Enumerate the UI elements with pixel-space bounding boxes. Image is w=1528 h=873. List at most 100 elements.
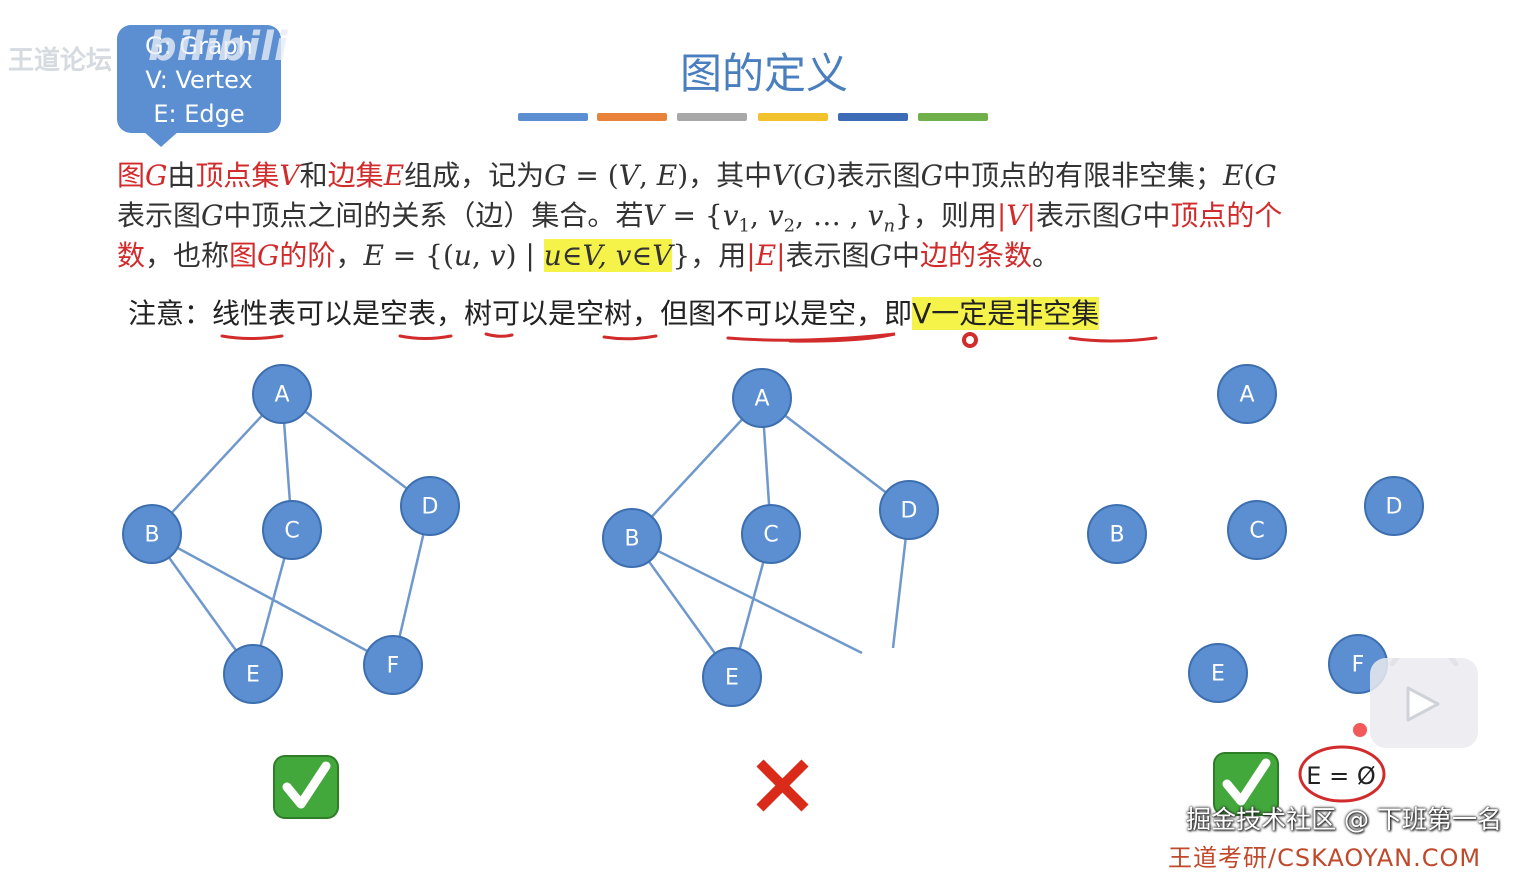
t: , [471,239,490,272]
graph-2-node-a [732,368,792,428]
check-mark-icon [1213,752,1279,816]
note-sep-2: ， [632,297,661,330]
edge-b-dangling [631,536,863,655]
t: G [920,159,944,192]
t: 中 [891,239,920,272]
edge-a-d [281,393,431,507]
graph-3-node-c [1227,500,1287,560]
note-sep-1: ， [436,297,465,330]
node-label: C [763,523,778,548]
t: ) | [505,239,544,272]
note-line: 注意：线性表可以是空表，树可以是空树，但图不可以是空，即V一定是非空集 [128,292,1100,336]
node-label: A [1239,383,1254,408]
t: G [257,239,280,272]
t: 中顶点之间的关系（边）集合。若 [223,199,644,232]
node-label: D [901,499,918,524]
t: ( [1243,159,1255,192]
t: = { [663,199,723,232]
t: 顶点集 [195,159,280,192]
definition-line-1: 图G由顶点集V和边集E组成，记为G = (V, E)，其中V(G)表示图G中顶点… [117,156,1407,196]
t: V [618,159,639,192]
graph-2-node-c [741,504,801,564]
t: v [867,199,884,232]
node-label: E [246,663,260,688]
t: E [1223,159,1244,192]
red-dot-mark [962,332,978,348]
t: 1 [738,215,750,237]
t: G [145,159,168,192]
graph-3-node-e [1188,643,1248,703]
node-label: F [1352,653,1365,678]
t: 顶点的个 [1170,199,1283,232]
graph-3-node-b [1087,504,1147,564]
t: 表示图 [1035,199,1120,232]
node-label: E [1211,662,1225,687]
title-bar-1 [518,113,588,121]
edge-a-d [761,397,910,511]
graph-1-node-b [122,504,182,564]
graph-1-node-c [262,500,322,560]
t: n [883,215,896,237]
graph-2-node-e [702,647,762,707]
definition-line-3: 数，也称图G的阶，E = {(u, v) | u∈V, v∈V}，用|E|表示图… [117,236,1407,276]
t: 图 [117,159,146,192]
graph-node-labels: A B C D E F A B C D E A B C D E F [144,383,1402,691]
t: 表示图 [785,239,870,272]
t: G [1119,199,1143,232]
play-button[interactable] [1370,651,1478,748]
graph-3-node-d [1364,476,1424,536]
edge-a-b [151,393,283,535]
t: v [767,199,784,232]
t: 和 [299,159,328,192]
t: G [803,159,826,192]
t: | [996,199,1007,232]
node-label: D [1386,495,1403,520]
t: 边的条数 [919,239,1032,272]
t: 中 [1142,199,1171,232]
t: 的阶 [279,239,336,272]
t: | [776,239,786,272]
t: 中顶点的有限非空集； [943,159,1224,192]
t: 数 [117,239,146,272]
title-bar-4 [758,113,828,121]
underline-mark [398,334,453,340]
t: 由 [167,159,196,192]
graph-1-node-e [223,644,283,704]
graph-2-node-b [602,508,662,568]
t: v [722,199,739,232]
callout-line-edge: E: Edge [153,100,245,128]
note-part-3: 但图不可以是空 [660,297,857,330]
t: ， [335,239,364,272]
t: V [1006,199,1027,232]
t: V [772,159,793,192]
callout-line-vertex: V: Vertex [145,66,253,94]
t: G [1254,159,1277,192]
node-label: F [387,654,400,679]
empty-edge-label: E = Ø [1306,762,1375,790]
t: E [755,239,777,272]
site-watermark: 掘金技术社区 @ 下班第一名 [1186,805,1502,834]
watermark-logo: 王道论坛 [8,46,113,76]
t: u [453,239,472,272]
node-label: C [1249,519,1264,544]
t: 表示图 [117,199,202,232]
note-prefix: 注意： [128,297,213,330]
t: , … , [795,199,868,232]
t: | [1026,199,1036,232]
t: E [656,159,678,192]
node-label: A [754,387,769,412]
callout-tail [143,131,179,147]
title-bar-3 [677,113,747,121]
bilibili-logo: bilibili [148,24,288,70]
t: ，也称 [145,239,230,272]
t: = ( [566,159,619,192]
node-label: B [1109,523,1124,548]
t: G [544,159,567,192]
graph-nodes [122,364,1424,707]
underline-mark [726,332,896,343]
t: )，其中 [677,159,773,192]
t: u∈V, v∈V [543,239,673,272]
definition-line-2: 表示图G中顶点之间的关系（边）集合。若V = {v1, v2, … , vn}，… [117,196,1407,237]
